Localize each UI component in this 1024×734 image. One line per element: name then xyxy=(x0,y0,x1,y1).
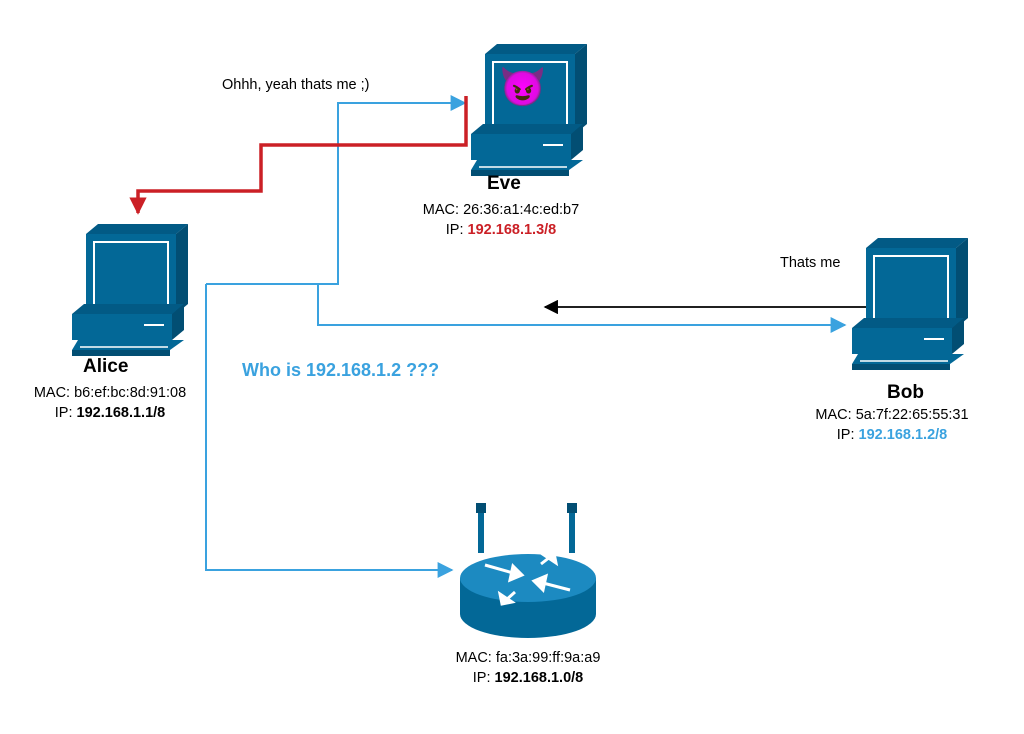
alice-computer-icon[interactable] xyxy=(71,223,189,357)
alice-mac-row: MAC: b6:ef:bc:8d:91:08 xyxy=(10,383,210,403)
router-mac-label: MAC: xyxy=(455,650,492,666)
router-ip: 192.168.1.0/8 xyxy=(494,670,584,686)
bob-mac: 5a:7f:22:65:55:31 xyxy=(855,407,969,423)
eve-name: Eve xyxy=(487,173,521,194)
router-ip-row: IP: 192.168.1.0/8 xyxy=(428,668,628,688)
eve-computer-icon[interactable]: 😈 xyxy=(470,43,588,177)
alice-ip-row: IP: 192.168.1.1/8 xyxy=(10,403,210,423)
router-ip-label: IP: xyxy=(472,670,491,686)
eve-mac: 26:36:a1:4c:ed:b7 xyxy=(463,202,580,218)
bob-reply-message: Thats me xyxy=(780,255,841,271)
link-eve-reply xyxy=(129,96,468,215)
eve-mac-label: MAC: xyxy=(422,202,460,218)
eve-details: MAC: 26:36:a1:4c:ed:b7 IP: 192.168.1.3/8 xyxy=(401,200,601,240)
bob-mac-row: MAC: 5a:7f:22:65:55:31 xyxy=(792,405,992,425)
bob-ip: 192.168.1.2/8 xyxy=(858,427,948,443)
devil-emoji-icon: 😈 xyxy=(499,66,546,109)
router-mac: fa:3a:99:ff:9a:a9 xyxy=(495,650,601,666)
alice-details: MAC: b6:ef:bc:8d:91:08 IP: 192.168.1.1/8 xyxy=(10,383,210,423)
alice-mac-label: MAC: xyxy=(33,385,71,401)
eve-ip-label: IP: xyxy=(445,222,464,238)
eve-mac-row: MAC: 26:36:a1:4c:ed:b7 xyxy=(401,200,601,220)
eve-ip-row: IP: 192.168.1.3/8 xyxy=(401,220,601,240)
eve-reply-message: Ohhh, yeah thats me ;) xyxy=(222,77,370,93)
eve-ip: 192.168.1.3/8 xyxy=(467,222,557,238)
bob-details: MAC: 5a:7f:22:65:55:31 IP: 192.168.1.2/8 xyxy=(792,405,992,445)
bob-name: Bob xyxy=(887,382,924,403)
bob-ip-label: IP: xyxy=(836,427,855,443)
link-bob-reply xyxy=(543,290,876,315)
bob-computer-icon[interactable] xyxy=(851,237,969,371)
bob-ip-row: IP: 192.168.1.2/8 xyxy=(792,425,992,445)
alice-mac: b6:ef:bc:8d:91:08 xyxy=(74,385,187,401)
router-icon[interactable] xyxy=(460,503,596,638)
alice-ip-label: IP: xyxy=(54,405,73,421)
broadcast-query: Who is 192.168.1.2 ??? xyxy=(242,360,440,380)
alice-name: Alice xyxy=(83,356,129,377)
router-mac-row: MAC: fa:3a:99:ff:9a:a9 xyxy=(428,648,628,668)
bob-mac-label: MAC: xyxy=(815,407,852,423)
link-alice-to-eve xyxy=(206,95,467,285)
link-alice-to-bob xyxy=(317,284,847,333)
link-alice-to-router xyxy=(205,284,454,578)
alice-ip: 192.168.1.1/8 xyxy=(76,405,166,421)
router-details: MAC: fa:3a:99:ff:9a:a9 IP: 192.168.1.0/8 xyxy=(428,648,628,688)
